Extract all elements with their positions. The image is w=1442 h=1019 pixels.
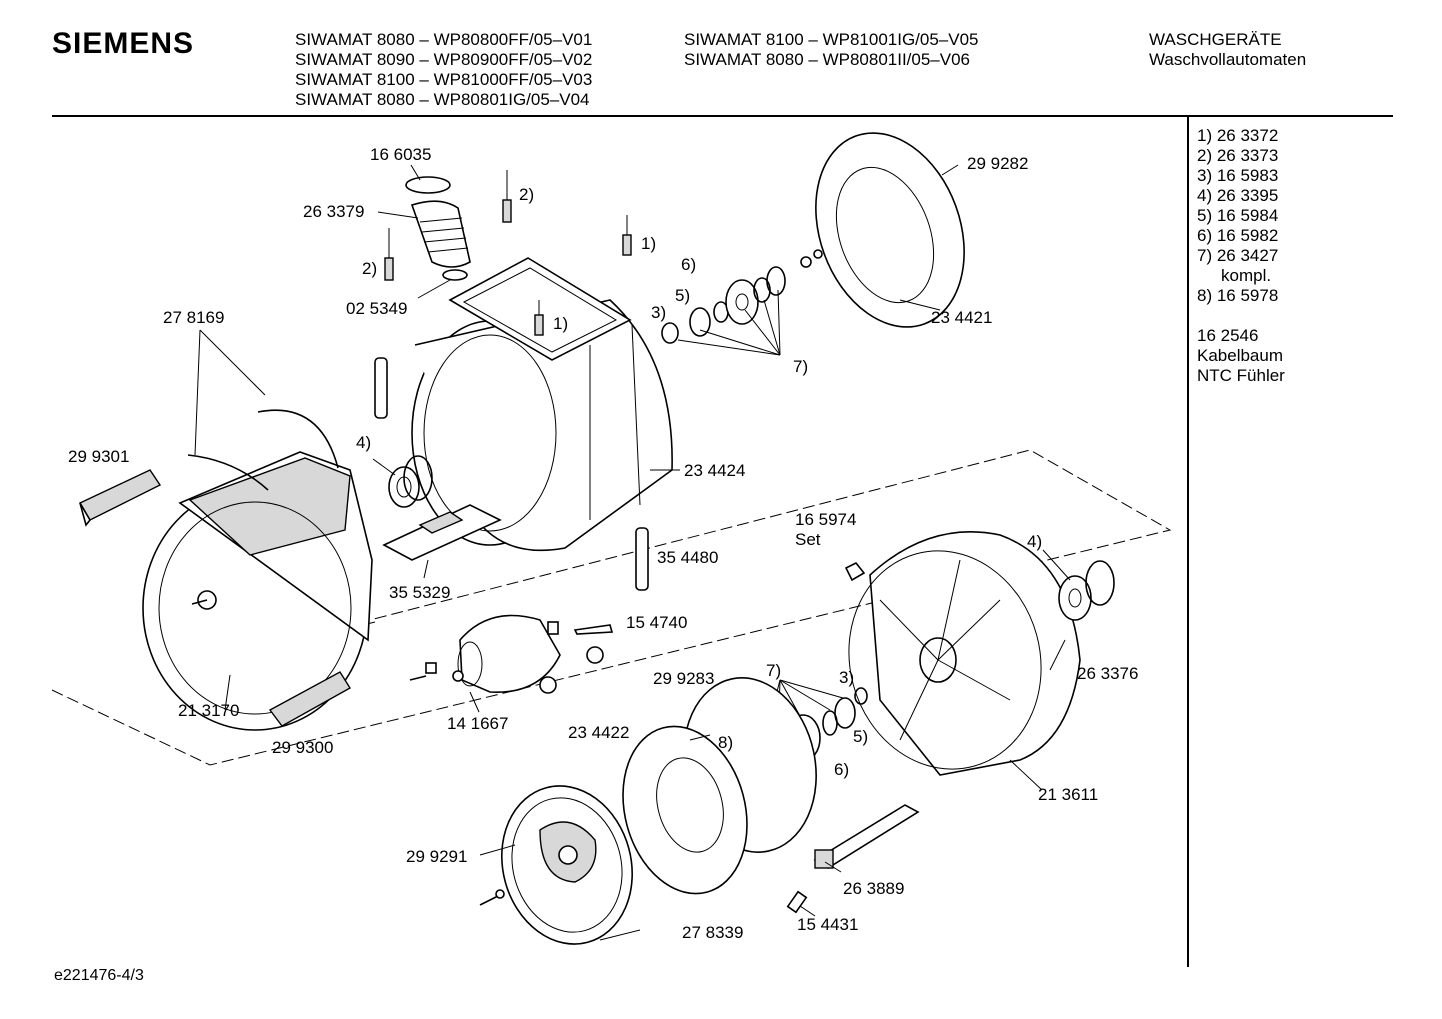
label-154431: 15 4431 xyxy=(797,915,858,934)
spring-2-a xyxy=(502,170,512,223)
legend-extra: Kabelbaum xyxy=(1197,346,1284,365)
model-line: SIWAMAT 8100 – WP81001IG/05–V05 xyxy=(684,30,979,49)
legend-item: 2) 26 3373 xyxy=(1197,146,1279,165)
absorber-left xyxy=(374,357,388,419)
label-025349: 02 5349 xyxy=(346,299,407,318)
tub-234424 xyxy=(411,257,673,552)
screw-154740 xyxy=(573,624,614,635)
legend-item: kompl. xyxy=(1221,266,1272,285)
label-154740: 15 4740 xyxy=(626,613,687,632)
label-278169: 27 8169 xyxy=(163,308,224,327)
plate-355329 xyxy=(382,504,502,561)
legend-item: 1) 26 3372 xyxy=(1197,126,1279,145)
filter-pad-299301 xyxy=(79,469,162,527)
label-166035: 16 6035 xyxy=(370,145,431,164)
reference-legend: 1) 26 3372 2) 26 3373 3) 16 5983 4) 26 3… xyxy=(1197,126,1285,386)
model-line: SIWAMAT 8100 – WP81000FF/05–V03 xyxy=(295,70,593,89)
seal-ring-4-lower xyxy=(1058,560,1115,621)
label-263379: 26 3379 xyxy=(303,202,364,221)
spring-1-b xyxy=(534,300,544,336)
category-title: WASCHGERÄTE xyxy=(1149,30,1282,49)
label-299283: 29 9283 xyxy=(653,669,714,688)
label-355329: 35 5329 xyxy=(389,583,450,602)
bearing-set-upper xyxy=(661,249,823,344)
callout-1-upper: 1) xyxy=(641,234,656,253)
lifter-299291 xyxy=(539,821,597,883)
drum-213170 xyxy=(142,409,373,731)
legend-extra: NTC Fühler xyxy=(1197,366,1285,385)
label-213611: 21 3611 xyxy=(1038,785,1098,804)
legend-item: 6) 16 5982 xyxy=(1197,226,1279,245)
label-263889: 26 3889 xyxy=(843,879,904,898)
seal-ring-4-upper xyxy=(388,455,433,508)
callout-2-left: 2) xyxy=(362,259,377,278)
drawing-id: e221476-4/3 xyxy=(54,967,144,984)
model-line: SIWAMAT 8080 – WP80801IG/05–V04 xyxy=(295,90,590,109)
model-list-2: SIWAMAT 8100 – WP81001IG/05–V05 SIWAMAT … xyxy=(684,30,979,70)
label-278339: 27 8339 xyxy=(682,923,743,942)
callout-7-lower: 7) xyxy=(766,661,781,680)
label-299282: 29 9282 xyxy=(967,154,1028,173)
screw-front xyxy=(479,889,505,906)
legend-item: 5) 16 5984 xyxy=(1197,206,1279,225)
heater-263889 xyxy=(813,804,920,869)
category-subtitle: Waschvollautomaten xyxy=(1149,50,1307,69)
legend-item: 7) 26 3427 xyxy=(1197,246,1279,265)
weight-299282 xyxy=(815,132,965,328)
legend-item: 3) 16 5983 xyxy=(1197,166,1279,185)
hose-263379 xyxy=(410,200,471,268)
siemens-logo: SIEMENS xyxy=(52,27,195,60)
callout-4-lower: 4) xyxy=(1027,532,1042,551)
callout-6-lower: 6) xyxy=(834,760,849,779)
callout-5-lower: 5) xyxy=(853,727,868,746)
motor-141667 xyxy=(409,614,604,694)
callout-4-upper: 4) xyxy=(356,433,371,452)
callout-7-upper: 7) xyxy=(793,357,808,376)
ring-025349 xyxy=(442,269,468,281)
label-263376: 26 3376 xyxy=(1077,664,1138,683)
label-set: Set xyxy=(795,530,821,549)
label-299300: 29 9300 xyxy=(272,738,333,757)
clamp-166035 xyxy=(405,176,451,194)
label-299291: 29 9291 xyxy=(406,847,467,866)
callout-2-right: 2) xyxy=(519,185,534,204)
label-234422: 23 4422 xyxy=(568,723,629,742)
legend-extra: 16 2546 xyxy=(1197,326,1259,345)
label-299301: 29 9301 xyxy=(68,447,129,466)
callout-3-lower: 3) xyxy=(839,668,854,687)
legend-divider xyxy=(1187,117,1189,967)
spring-1-a xyxy=(622,215,632,256)
label-234424: 23 4424 xyxy=(684,461,745,480)
filter-pad-299300 xyxy=(268,671,351,727)
label-213170: 21 3170 xyxy=(178,701,239,720)
callout-5-upper: 5) xyxy=(675,286,690,305)
model-line: SIWAMAT 8080 – WP80800FF/05–V01 xyxy=(295,30,593,49)
exploded-parts-diagram: 16 6035 26 3379 02 5349 27 8169 29 9301 … xyxy=(51,132,1172,945)
callout-8: 8) xyxy=(718,733,733,752)
legend-item: 4) 26 3395 xyxy=(1197,186,1279,205)
model-line: SIWAMAT 8090 – WP80900FF/05–V02 xyxy=(295,50,593,69)
front-weight-234422 xyxy=(622,725,748,895)
legend-item: 8) 16 5978 xyxy=(1197,286,1279,305)
label-234421: 23 4421 xyxy=(931,308,992,327)
header-rule xyxy=(52,115,1393,117)
label-141667: 14 1667 xyxy=(447,714,508,733)
ntc-sensor-154431 xyxy=(786,890,808,914)
callout-6-upper: 6) xyxy=(681,255,696,274)
category-block: WASCHGERÄTE Waschvollautomaten xyxy=(1149,30,1306,70)
label-165974: 16 5974 xyxy=(795,510,856,529)
leader-lines xyxy=(194,164,1071,941)
spring-2-b xyxy=(384,228,394,281)
model-line: SIWAMAT 8080 – WP80801II/05–V06 xyxy=(684,50,971,69)
model-list-1: SIWAMAT 8080 – WP80800FF/05–V01 SIWAMAT … xyxy=(295,30,592,110)
clip-165974 xyxy=(844,561,866,582)
rear-tub-213611 xyxy=(848,531,1081,776)
callout-3-upper: 3) xyxy=(651,303,666,322)
callout-1-lower: 1) xyxy=(553,314,568,333)
absorber-354480 xyxy=(635,527,649,591)
label-354480: 35 4480 xyxy=(657,548,718,567)
callout-7-lines-upper xyxy=(677,289,781,356)
